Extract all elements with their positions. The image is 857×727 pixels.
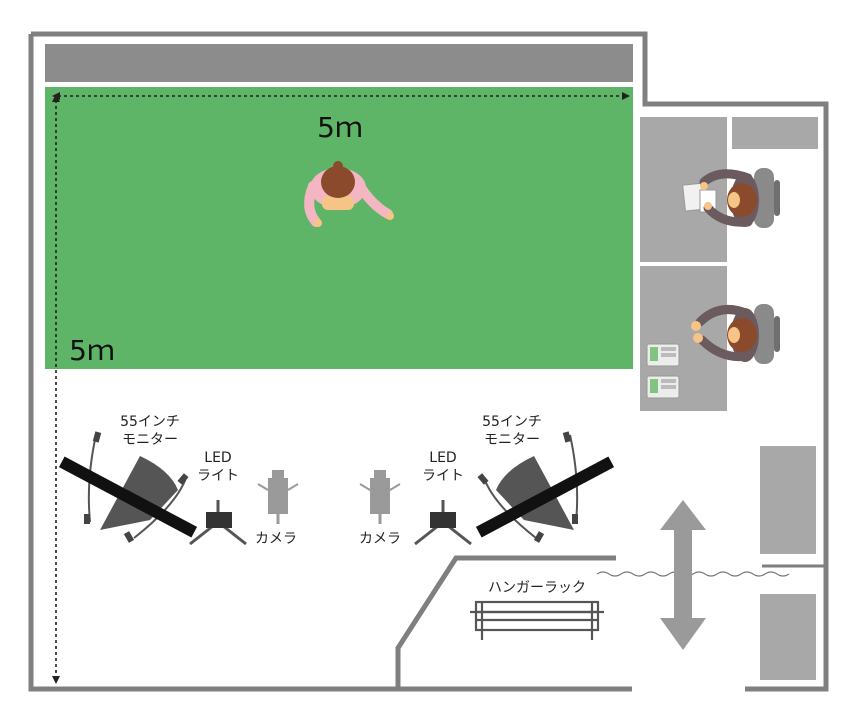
monitor-left-label-line1: 55インチ <box>120 414 180 430</box>
monitor-right-label-line1: 55インチ <box>482 414 542 430</box>
camera-left <box>257 470 299 524</box>
light-left-label-line2: ライト <box>197 468 239 484</box>
staff-member-bottom <box>691 305 759 362</box>
light-left-label-line1: LED <box>204 450 231 466</box>
led-light-left <box>189 500 247 546</box>
monitor-right <box>475 431 615 543</box>
monitor-left <box>58 431 198 543</box>
curtain-line <box>596 571 790 577</box>
storage-shelf-top <box>760 446 816 554</box>
camera-left-label: カメラ <box>255 531 297 547</box>
staff-chair-top <box>754 168 780 228</box>
room-walls <box>28 31 829 692</box>
green-screen-area <box>45 87 633 369</box>
backdrop-bar <box>45 44 633 82</box>
storage-shelf-bottom <box>760 594 816 680</box>
camera-right <box>359 470 401 524</box>
led-light-right <box>414 500 472 546</box>
depth-dimension-label: 5ｍ <box>69 334 115 367</box>
hanger-rack <box>470 600 604 640</box>
staff-chair-bottom <box>754 304 780 364</box>
staff-member-top <box>699 169 759 227</box>
staff-shelf-top <box>732 117 818 149</box>
switcher-device-2 <box>646 375 680 399</box>
width-dimension-label: 5ｍ <box>317 111 363 144</box>
presenter-figure <box>304 161 394 227</box>
switcher-device-1 <box>646 343 680 367</box>
passage-double-arrow <box>660 500 706 650</box>
hanger-rack-label: ハンガーラック <box>488 580 586 596</box>
monitor-right-label-line2: モニター <box>484 432 540 448</box>
light-right-label-line1: LED <box>429 450 456 466</box>
dimension-lines <box>55 95 624 680</box>
light-right-label-line2: ライト <box>422 468 464 484</box>
dimension-arrowheads <box>52 92 630 684</box>
camera-right-label: カメラ <box>359 531 401 547</box>
monitor-left-label-line2: モニター <box>122 432 178 448</box>
